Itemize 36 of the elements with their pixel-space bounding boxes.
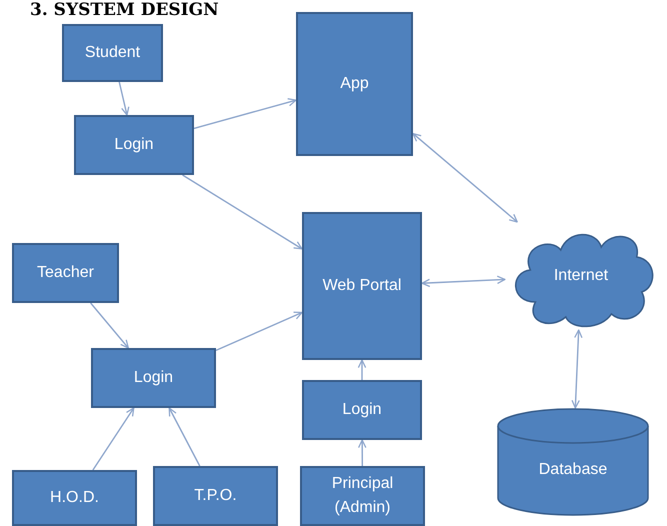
- node-label: Student: [84, 43, 142, 63]
- node-label: H.O.D.: [49, 488, 100, 508]
- arrow: [90, 302, 129, 349]
- arrow: [194, 98, 297, 130]
- process-box: [302, 212, 422, 360]
- arrow: [168, 407, 200, 466]
- node-label: App: [339, 74, 370, 94]
- process-box: [12, 243, 119, 303]
- process-box: [12, 470, 137, 526]
- node-label: Principal (Admin): [330, 474, 394, 518]
- node-label: Login: [113, 135, 155, 155]
- process-box: [74, 115, 194, 175]
- arrow: [118, 82, 130, 116]
- node-label: Login: [132, 368, 174, 388]
- arrow: [412, 132, 518, 223]
- title: 3. SYSTEM DESIGN: [30, 0, 219, 20]
- arrow: [358, 359, 366, 380]
- arrow: [182, 174, 303, 250]
- arrow: [571, 329, 583, 409]
- database-cylinder: [497, 408, 649, 516]
- arrow: [421, 276, 506, 288]
- arrow: [358, 439, 366, 466]
- node-label: Internet: [552, 266, 610, 286]
- arrow: [216, 312, 303, 352]
- node-label: Login: [341, 400, 383, 420]
- node-label: Database: [538, 460, 608, 480]
- node-label: T.P.O.: [193, 486, 238, 506]
- process-box: [91, 348, 216, 408]
- arrow: [92, 407, 134, 470]
- process-box: [300, 466, 425, 526]
- process-box: [153, 466, 278, 526]
- process-box: [62, 24, 163, 82]
- node-label: Web Portal: [322, 276, 402, 296]
- process-box: [296, 12, 413, 156]
- node-label: Teacher: [36, 263, 95, 283]
- process-box: [302, 380, 422, 440]
